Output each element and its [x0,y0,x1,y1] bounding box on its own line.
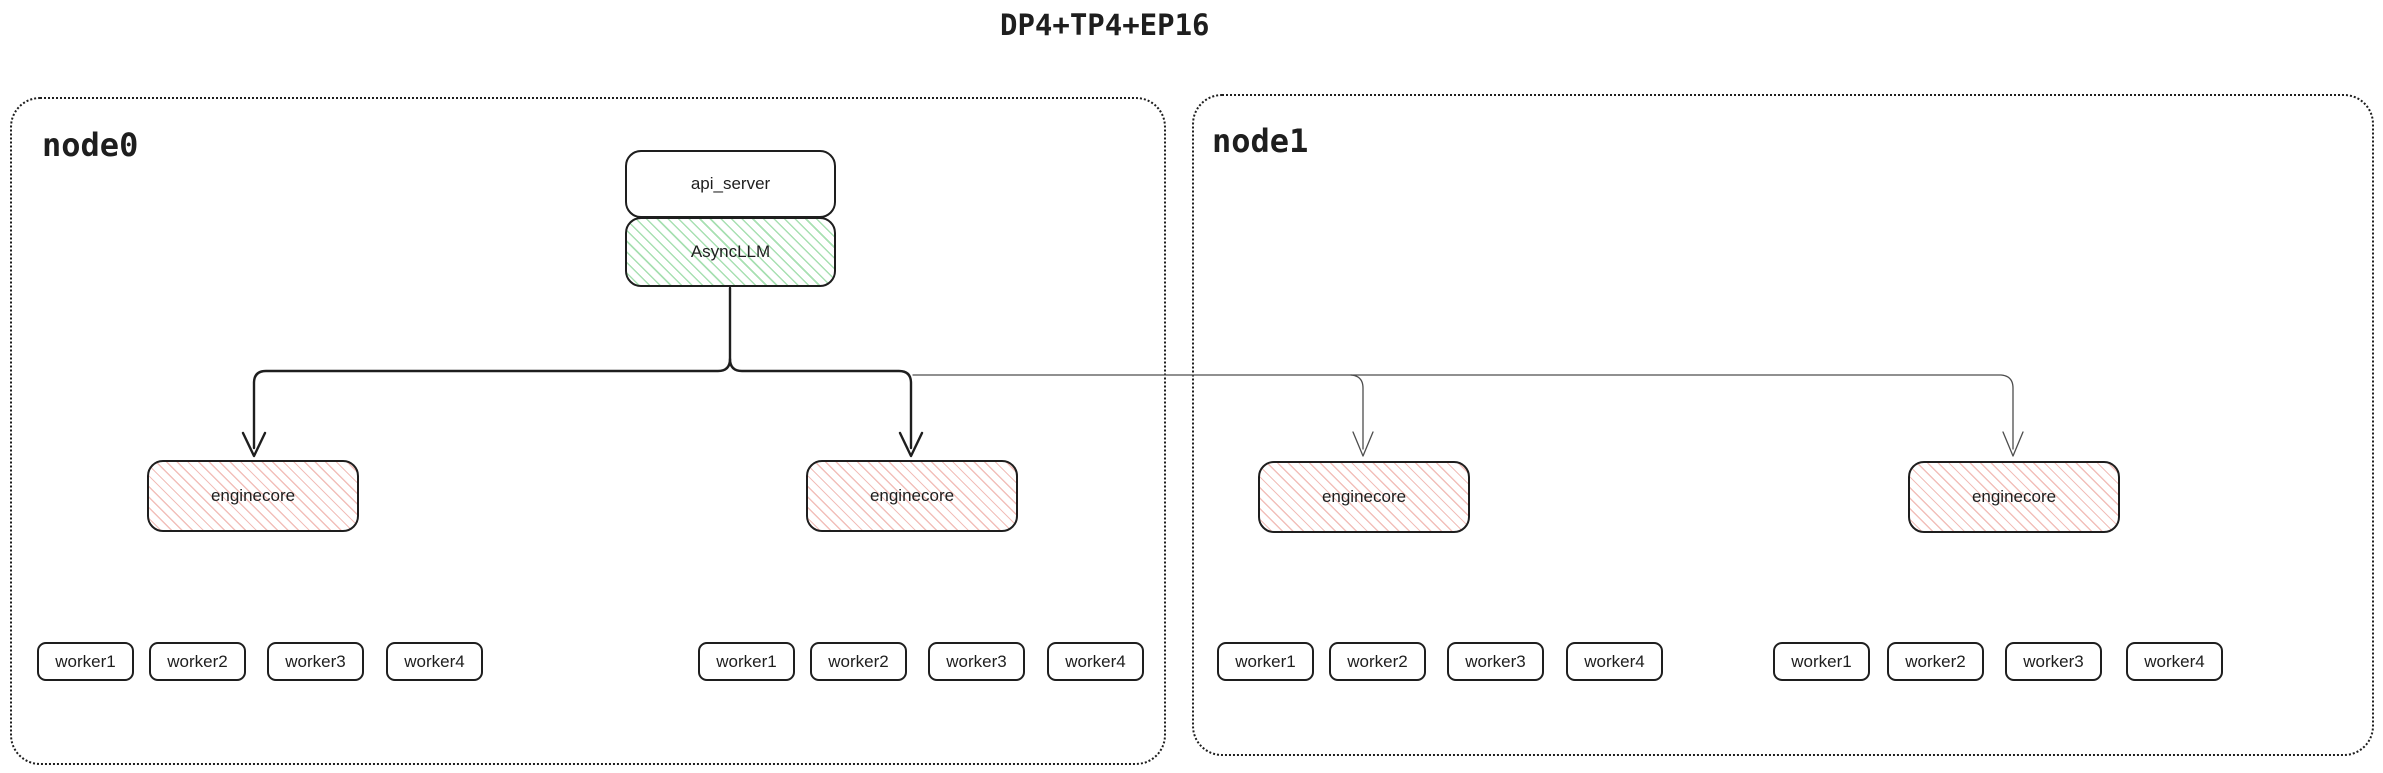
worker-box: worker4 [1566,642,1663,681]
enginecore-box-node0-2: enginecore [806,460,1018,532]
worker-box: worker3 [267,642,364,681]
enginecore-box-node1-2: enginecore [1908,461,2120,533]
worker-box: worker3 [1447,642,1544,681]
worker-box: worker4 [386,642,483,681]
worker-box: worker3 [928,642,1025,681]
asyncllm-box: AsyncLLM [625,217,836,287]
worker-box: worker2 [810,642,907,681]
worker-box: worker2 [1887,642,1984,681]
worker-box: worker4 [2126,642,2223,681]
node1-label: node1 [1212,122,1309,160]
worker-box: worker1 [1217,642,1314,681]
worker-box: worker1 [1773,642,1870,681]
worker-box: worker2 [1329,642,1426,681]
enginecore-box-node0-1: enginecore [147,460,359,532]
enginecore-box-node1-1: enginecore [1258,461,1470,533]
worker-box: worker4 [1047,642,1144,681]
api-server-box: api_server [625,150,836,218]
node0-label: node0 [42,126,139,164]
worker-box: worker2 [149,642,246,681]
worker-box: worker3 [2005,642,2102,681]
worker-box: worker1 [37,642,134,681]
worker-box: worker1 [698,642,795,681]
diagram-title: DP4+TP4+EP16 [1000,8,1210,42]
